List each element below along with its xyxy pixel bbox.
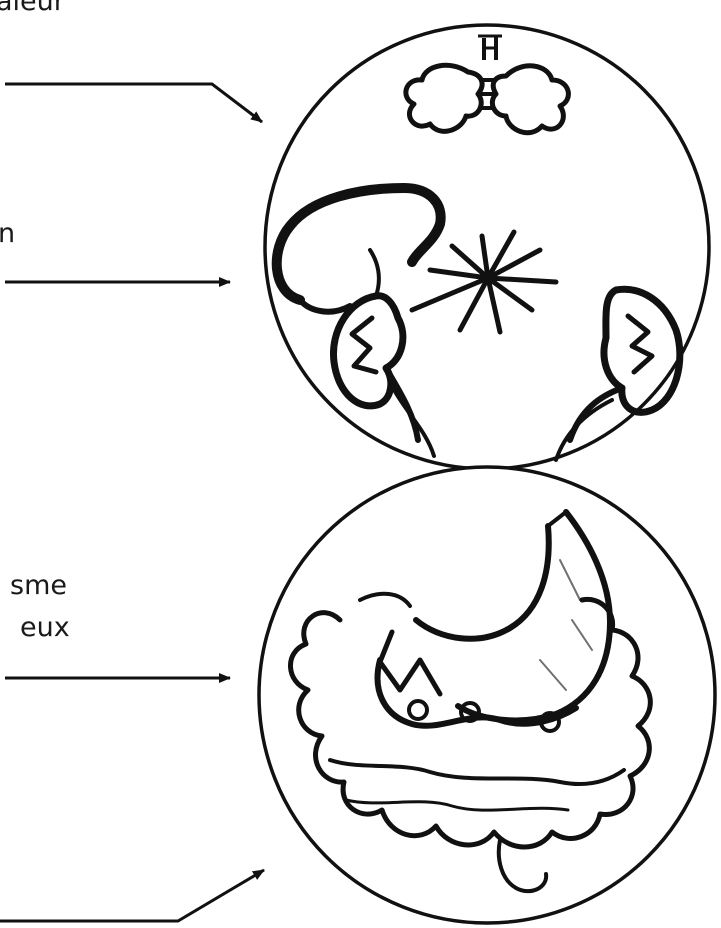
- lower-circle-group: [259, 467, 715, 923]
- upper-circle-group: [265, 25, 709, 469]
- arrow-top: [5, 84, 262, 122]
- lower-circle: [259, 467, 715, 923]
- upper-circle: [265, 25, 709, 469]
- arrow-bottom: [0, 870, 264, 921]
- pointer-arrows: [0, 84, 264, 921]
